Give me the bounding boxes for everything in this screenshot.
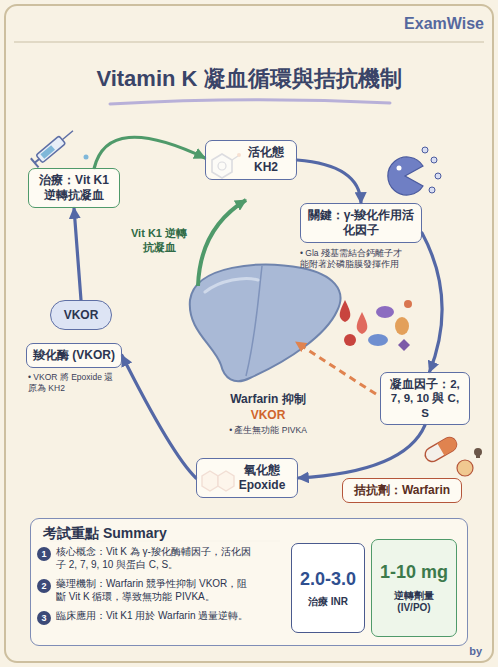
signature-label: by [446, 644, 482, 658]
art-shape [474, 448, 482, 456]
art-shape [40, 145, 55, 159]
brand-label: ExamWise [370, 14, 484, 35]
inr-box: 2.0-3.0 治療 INR [291, 543, 365, 633]
summary-item: 核心概念：Vit K 為 γ-羧化酶輔因子，活化因子 2, 7, 9, 10 與… [56, 545, 256, 571]
art-shape [368, 334, 388, 346]
title-swoosh [110, 100, 390, 104]
art-shape [431, 157, 437, 163]
clotting-factor-icons [340, 300, 412, 351]
art-shape [476, 455, 480, 458]
summary-item: 臨床應用：Vit K1 用於 Warfarin 過量逆轉。 [56, 609, 256, 622]
art-shape [62, 131, 73, 140]
liver-illustration [190, 265, 341, 382]
art-shape [435, 173, 441, 179]
callout-number: 1 [37, 547, 51, 561]
factor-box: 凝血因子：2, 7, 9, 10 與 C, S [380, 372, 470, 425]
enzyme-icon [388, 147, 441, 195]
art-shape [397, 166, 402, 171]
enzyme-box: 羧化酶 (VKOR) [26, 343, 122, 368]
art-shape [457, 460, 473, 476]
arrow-label: Warfarin 抑制 [204, 392, 332, 408]
art-shape [398, 339, 410, 351]
art-shape [357, 312, 368, 334]
callout-number: 2 [37, 579, 51, 593]
drop-icon [84, 155, 89, 160]
warfarin-inhibition-arrow [296, 342, 376, 394]
art-shape [395, 317, 409, 335]
art-shape [36, 136, 65, 163]
cycle-arrow [74, 208, 81, 300]
callout-number: 3 [37, 611, 51, 625]
cycle-arrow [94, 137, 205, 168]
node-text: 活化態 KH2 [242, 145, 290, 175]
node-subtext: 逆轉劑量 (IV/PO) [378, 590, 450, 615]
art-shape [340, 300, 351, 322]
cycle-arrow [422, 233, 442, 372]
node-text: 羧化酶 (VKOR) [33, 348, 115, 363]
art-shape [423, 435, 459, 464]
art-shape [344, 334, 356, 346]
art-shape [437, 435, 459, 456]
node-text: 1-10 mg [378, 561, 450, 584]
art-shape [404, 300, 412, 308]
node-text: 治療：Vit K1 逆轉抗凝血 [35, 173, 113, 203]
art-shape [429, 187, 435, 193]
header-rule [14, 41, 484, 42]
vitk1-arrow [198, 200, 246, 286]
antagonist-box: 拮抗劑：Warfarin [342, 478, 462, 503]
syringe-icon [31, 126, 77, 167]
node-text: VKOR [57, 308, 105, 323]
art-shape [190, 265, 341, 382]
cycle-arrow [298, 425, 425, 478]
node-text: 氧化態 Epoxide [233, 463, 291, 493]
cycle-arrow [122, 356, 196, 479]
enzyme-pill: VKOR [50, 300, 112, 330]
diagram-title: Vitamin K 凝血循環與拮抗機制 [0, 64, 498, 94]
art-shape [422, 147, 428, 153]
cycle-arrow [297, 160, 361, 203]
node-subtext: 治療 INR [298, 596, 358, 609]
state-box: 氧化態 Epoxide [196, 458, 298, 498]
node-text: 凝血因子：2, 7, 9, 10 與 C, S [387, 377, 463, 420]
state-box: 活化態 KH2 [205, 140, 297, 180]
art-shape [246, 266, 262, 376]
node-text: 2.0-3.0 [298, 568, 358, 591]
arrow-label: Vit K1 逆轉抗凝血 [126, 226, 192, 255]
note-text: • 產生無功能 PIVKA [204, 425, 332, 436]
art-shape [376, 306, 394, 318]
node-text: 關鍵：γ-羧化作用活化因子 [307, 208, 415, 238]
art-shape [205, 279, 258, 293]
note-text: • VKOR 將 Epoxide 還原為 KH2 [28, 372, 114, 394]
dose-box: 1-10 mg 逆轉劑量 (IV/PO) [371, 539, 457, 637]
pill-icons [423, 435, 482, 476]
art-shape [388, 157, 423, 195]
node-text: 拮抗劑：Warfarin [349, 483, 455, 498]
summary-item: 藥理機制：Warfarin 競爭性抑制 VKOR，阻斷 Vit K 循環，導致無… [56, 577, 256, 603]
art-shape [423, 435, 459, 464]
note-text: • Gla 殘基需結合鈣離子才能附著於磷脂膜發揮作用 [300, 248, 404, 270]
process-box: 關鍵：γ-羧化作用活化因子 [300, 203, 422, 243]
arrow-label: VKOR [204, 408, 332, 424]
art-shape [31, 158, 39, 167]
page-frame [5, 5, 493, 662]
treatment-box: 治療：Vit K1 逆轉抗凝血 [28, 168, 120, 208]
